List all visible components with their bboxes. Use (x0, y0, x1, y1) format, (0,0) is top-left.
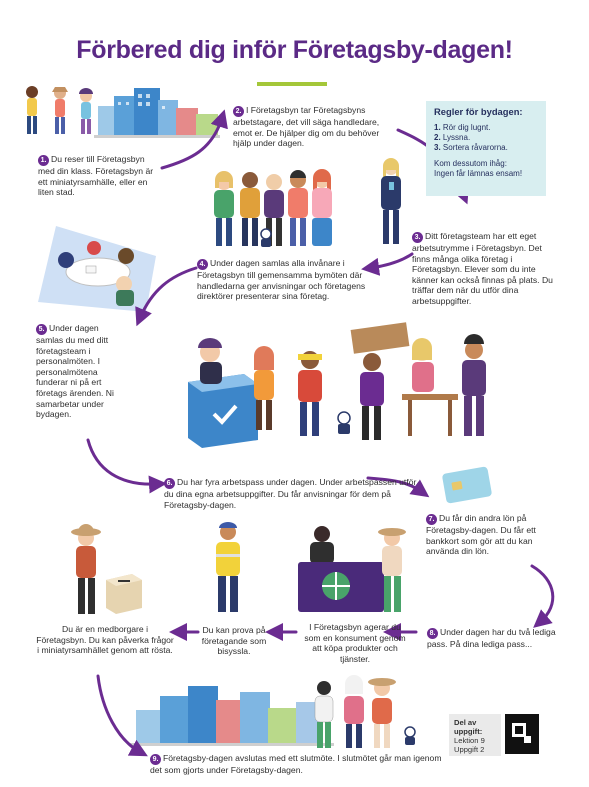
step-number-badge: 4. (197, 259, 208, 270)
lesson-line-1: Lektion 9 (454, 736, 485, 745)
step-8-text: 8.Under dagen har du två lediga pass. På… (427, 627, 556, 649)
step-number-badge: 8. (427, 628, 438, 639)
rule-item: 2. Lyssna. (434, 133, 471, 142)
title-underline (257, 82, 327, 86)
lesson-line-2: Uppgift 2 (454, 745, 485, 754)
citizen-voting-illustration (71, 524, 142, 614)
rules-box: Regler för bydagen: 1. Rör dig lugnt. 2.… (426, 101, 546, 196)
step-1-text: 1.Du reser till Företagsbyn med din klas… (38, 154, 154, 198)
page-title: Förbered dig inför Företagsby-dagen! (76, 36, 513, 64)
rule-item: 1. Rör dig lugnt. (434, 123, 491, 132)
supervisors-illustration (214, 169, 332, 247)
step-number-badge: 6. (164, 478, 175, 489)
walking-students-illustration (26, 86, 93, 134)
step-9-text: 9.Företagsby-dagen avslutas med ett slut… (150, 753, 442, 775)
step-6-text: 6.Du har fyra arbetspass under dagen. Un… (164, 477, 417, 510)
lesson-label: Del av uppgift: (454, 718, 483, 736)
step-2-text: 2.I Företagsbyn tar Företagsbyns arbetst… (233, 105, 380, 149)
qr-code-icon[interactable] (505, 714, 539, 754)
step-4-text: 4.Under dagen samlas alla invånare i För… (197, 258, 366, 302)
step-7-text: 7.Du får din andra lön på Företagsby-dag… (426, 513, 536, 557)
meeting-table-illustration (38, 226, 156, 312)
lesson-reference: Del av uppgift: Lektion 9 Uppgift 2 (449, 714, 501, 756)
rules-note-line-1: Kom dessutom ihåg: (434, 159, 507, 168)
rules-heading: Regler för bydagen: (434, 106, 523, 117)
closing-meeting-people-illustration (314, 675, 416, 748)
work-shift-illustration (188, 322, 486, 448)
ballot-box-icon (106, 574, 142, 614)
step-number-badge: 3. (412, 232, 423, 243)
robot-icon (404, 726, 416, 745)
step-number-badge: 2. (233, 106, 244, 117)
step-number-badge: 5. (36, 324, 47, 335)
consumer-text: I Företagsbyn agerar du som en konsument… (304, 622, 406, 664)
ballot-box-icon (188, 374, 258, 448)
step-number-badge: 9. (150, 754, 161, 765)
step-number-badge: 1. (38, 155, 49, 166)
bank-card-icon (442, 466, 492, 504)
rule-item: 3. Sortera råvarorna. (434, 143, 508, 152)
rules-note-line-2: Ingen får lämnas ensam! (434, 169, 523, 178)
side-job-text: Du kan prova på företagande som bisyssla… (201, 625, 267, 657)
step-number-badge: 7. (426, 514, 437, 525)
side-job-illustration (216, 522, 240, 612)
step-5-text: 5.Under dagen samlas du med ditt företag… (36, 323, 114, 420)
citizen-text: Du är en medborgare i Företagsbyn. Du ka… (36, 624, 174, 656)
team-member-illustration (381, 158, 401, 244)
robot-icon (260, 228, 272, 247)
consumer-shop-illustration (298, 526, 406, 612)
step-3-text: 3.Ditt företagsteam har ett eget arbetsu… (412, 231, 553, 306)
robot-icon (337, 411, 351, 434)
